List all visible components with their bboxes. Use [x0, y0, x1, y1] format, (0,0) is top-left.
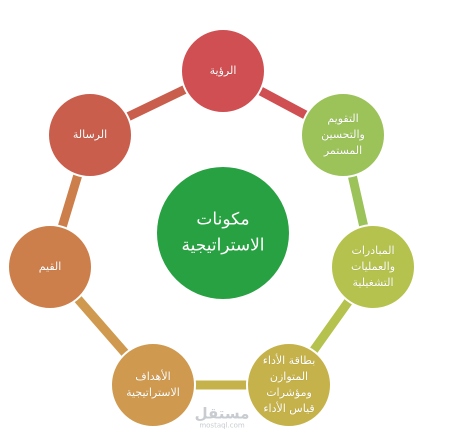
- center-circle: [157, 167, 289, 299]
- node-circle-vision: [180, 28, 266, 114]
- node-circle-mission: [47, 92, 133, 178]
- node-circle-goals: [110, 342, 196, 428]
- node-circle-scorecard: [246, 342, 332, 428]
- node-circle-evaluation: [300, 92, 386, 178]
- center-title: مكونات الاستراتيجية: [181, 209, 265, 256]
- watermark-url: mostaql.com: [199, 421, 245, 430]
- node-circle-initiatives: [330, 224, 416, 310]
- watermark-logo-text: مستقل: [194, 404, 250, 423]
- watermark: مستقل mostaql.com: [194, 404, 250, 430]
- node-circle-values: [7, 224, 93, 310]
